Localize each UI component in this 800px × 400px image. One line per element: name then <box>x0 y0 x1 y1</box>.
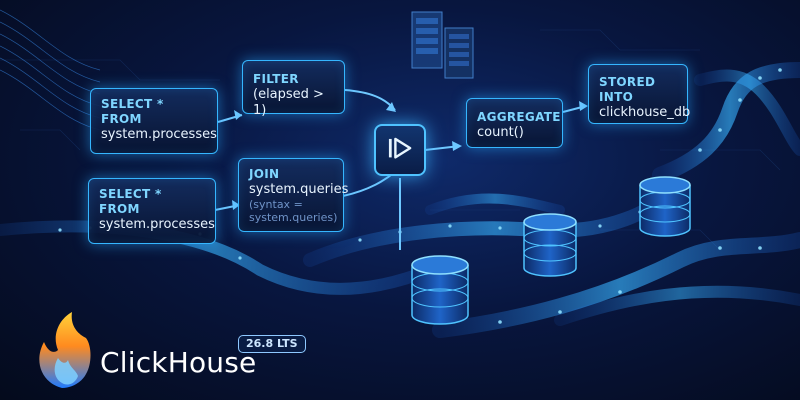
select-keyword: SELECT * <box>99 187 162 201</box>
filter-keyword: FILTER <box>253 72 299 86</box>
from-keyword: FROM <box>99 202 140 216</box>
version-badge: 26.8 LTS <box>238 335 306 353</box>
join-table: system.queries <box>249 182 349 197</box>
target-database: clickhouse_db <box>599 105 691 120</box>
table-name: system.processes <box>99 217 215 232</box>
select-keyword: SELECT * <box>101 97 164 111</box>
aggregate-card: AGGREGATE count() <box>466 98 563 148</box>
select-card-bottom: SELECT * FROM system.processes <box>88 178 216 244</box>
database-cylinder-icon <box>639 176 691 237</box>
database-cylinder-icon <box>411 255 469 325</box>
stored-into-keyword: STORED INTO <box>599 75 656 104</box>
filter-card: FILTER (elapsed > 1) <box>242 60 345 118</box>
play-step-icon <box>388 137 412 159</box>
filter-condition: (elapsed > 1) <box>253 87 324 118</box>
join-keyword: JOIN <box>249 167 280 181</box>
aggregate-keyword: AGGREGATE <box>477 110 561 124</box>
join-note-line1: (syntax = <box>249 198 303 211</box>
join-note-line2: system.queries) <box>249 211 338 224</box>
stored-into-card: STORED INTO clickhouse_db <box>588 64 691 124</box>
select-card-top: SELECT * FROM system.processes <box>90 88 218 154</box>
database-cylinder-icon <box>523 213 577 277</box>
brand-name: ClickHouse <box>100 346 257 379</box>
from-keyword: FROM <box>101 112 142 126</box>
server-rack-icon <box>411 11 474 79</box>
aggregate-function: count() <box>477 125 524 140</box>
table-name: system.processes <box>101 127 217 142</box>
join-card: JOIN system.queries (syntax = system.que… <box>238 158 349 232</box>
flame-logo-icon <box>39 312 91 388</box>
process-node <box>374 124 426 176</box>
